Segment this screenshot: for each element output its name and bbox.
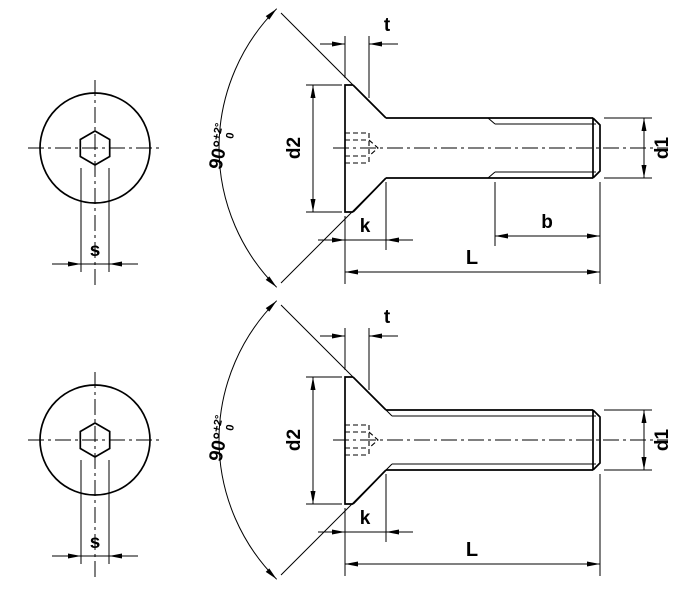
label-L: L [466,247,478,269]
label-L: L [466,539,478,561]
thread-section [385,409,596,471]
label-t: t [384,307,391,328]
angle-tolerance-upper: +2° [211,414,226,433]
angle-tolerance-lower: 0 [224,424,237,432]
label-b: b [541,212,553,233]
angle-tolerance-lower: 0 [224,132,237,140]
view-partially-threaded: s t d2 90°+2°0 k b L d1 [28,9,673,288]
label-s: s [90,240,101,261]
label-k: k [360,216,371,237]
thread-minor-lines [487,117,596,179]
label-angle: 90°+2°0 [205,414,239,464]
label-d1: d1 [652,136,673,159]
thread-minor-lines [385,409,596,471]
label-d1: d1 [652,428,673,451]
common-geometry [28,301,668,580]
label-angle: 90°+2°0 [205,122,239,172]
common-geometry [28,9,668,288]
angle-value: 90° [206,431,233,463]
thread-section [487,117,596,179]
label-s: s [90,532,101,553]
label-k: k [360,508,371,529]
angle-value: 90° [206,139,233,171]
label-d2: d2 [284,429,305,451]
view-fully-threaded: s t d2 90°+2°0 k L d1 [28,301,673,580]
dimension-b [494,182,600,246]
label-t: t [384,15,391,36]
label-d2: d2 [284,137,305,159]
angle-tolerance-upper: +2° [211,122,226,141]
